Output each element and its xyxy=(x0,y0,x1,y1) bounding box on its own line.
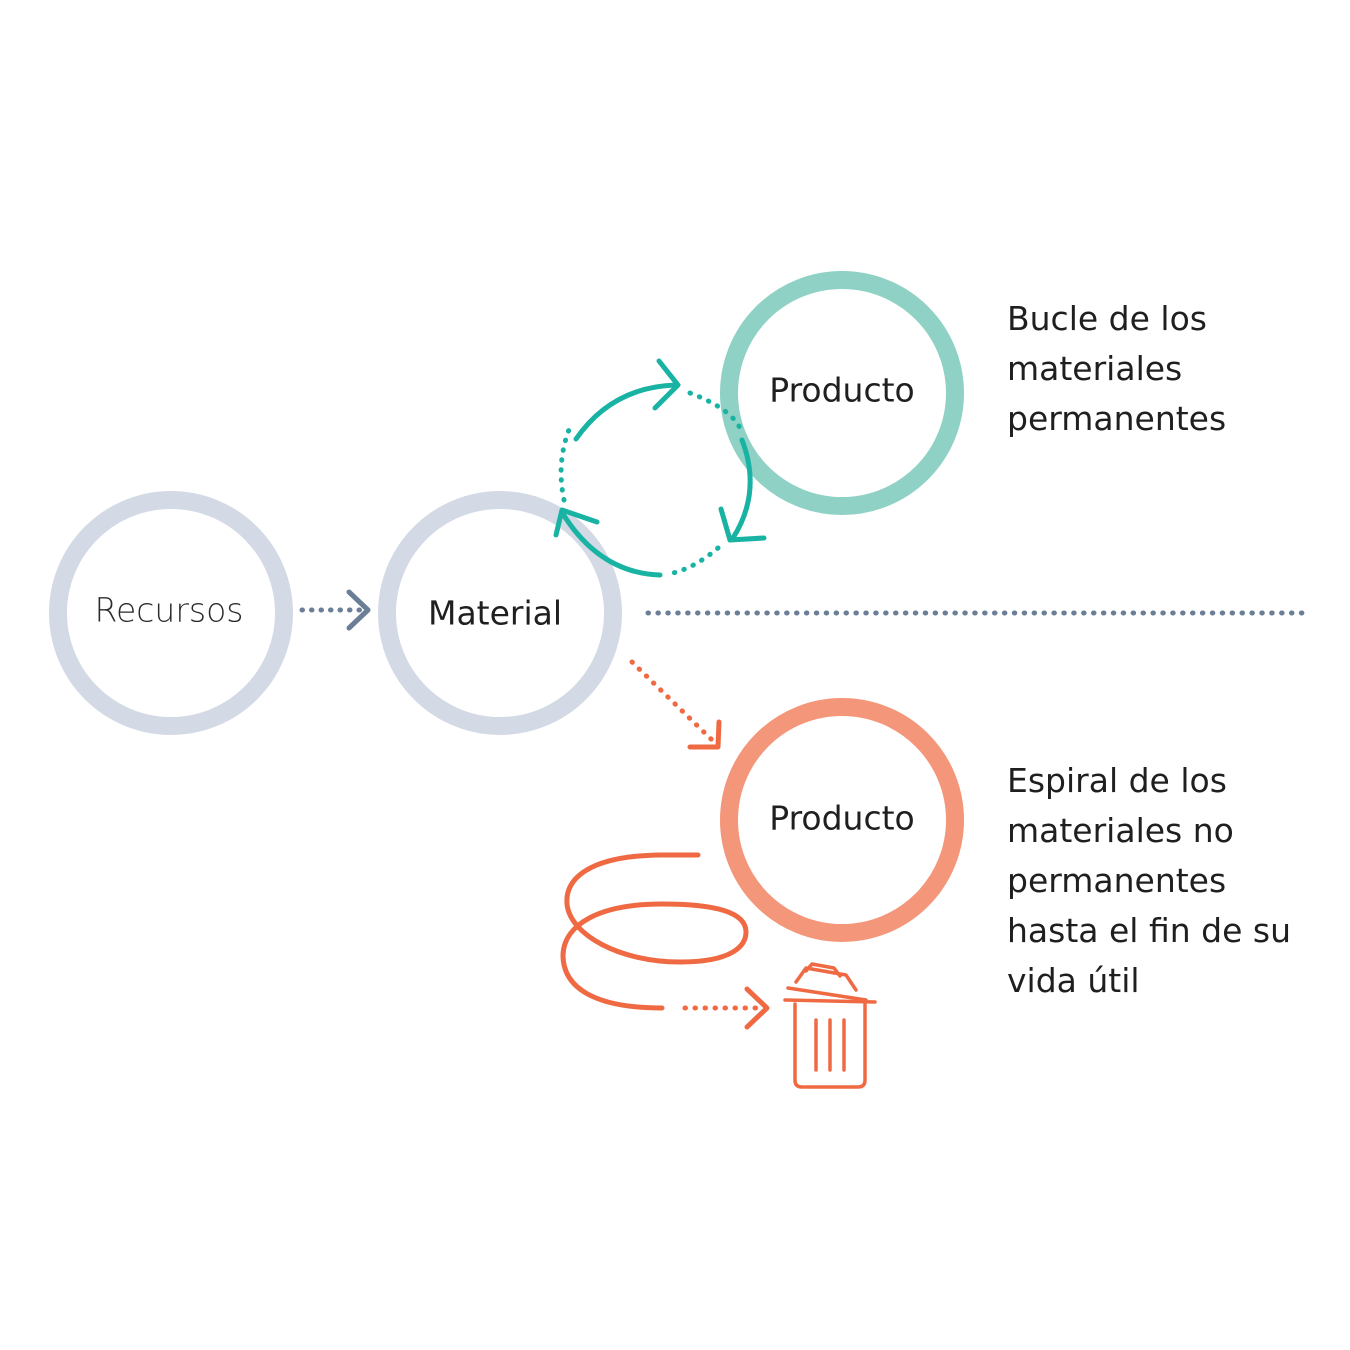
flow-arrow-resources-to-material xyxy=(299,589,371,631)
node-product-loop-ring xyxy=(720,271,964,515)
caption-loop-line: materiales xyxy=(1007,349,1182,388)
cycle-arrows-icon xyxy=(553,358,767,578)
node-product-loop: Producto xyxy=(720,271,964,515)
caption-loop-line: permanentes xyxy=(1007,399,1226,438)
caption-loop-line: Bucle de los xyxy=(1007,299,1207,338)
node-material-label: Material xyxy=(428,594,562,633)
caption-spiral-line: materiales no xyxy=(1007,811,1234,850)
caption-spiral-line: hasta el fin de su xyxy=(1007,911,1291,950)
node-product-spiral-label: Producto xyxy=(769,799,915,838)
node-resources: Recursos xyxy=(49,491,293,735)
caption-spiral-line: permanentes xyxy=(1007,861,1226,900)
node-product-loop-label: Producto xyxy=(769,371,915,410)
trash-can-icon xyxy=(783,962,877,1089)
caption-spiral: Espiral de los materiales no permanentes… xyxy=(1007,761,1301,1000)
node-resources-ring xyxy=(49,491,293,735)
spiral-arrow-icon xyxy=(560,852,770,1030)
node-product-spiral-ring xyxy=(720,698,964,942)
caption-loop: Bucle de los materiales permanentes xyxy=(1007,299,1226,438)
caption-spiral-line: Espiral de los xyxy=(1007,761,1227,800)
flow-arrow-material-to-product xyxy=(629,659,722,750)
node-product-spiral: Producto xyxy=(720,698,964,942)
node-material-ring xyxy=(378,491,622,735)
node-material: Material xyxy=(378,491,622,735)
caption-spiral-line: vida útil xyxy=(1007,961,1140,1000)
node-resources-label: Recursos xyxy=(95,591,244,630)
